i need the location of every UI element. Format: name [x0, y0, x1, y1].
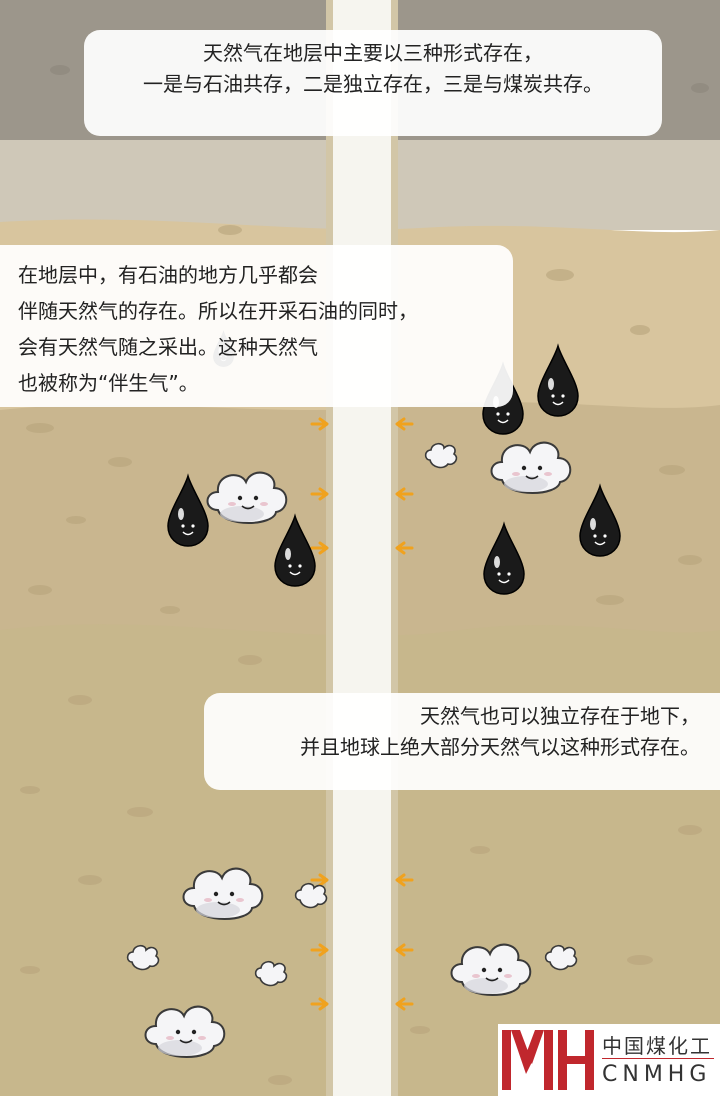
caption-line: 并且地球上绝大部分天然气以这种形式存在。 [300, 735, 700, 759]
well-pipe [333, 0, 391, 1096]
caption-line: 天然气在地层中主要以三种形式存在， [203, 41, 543, 65]
well-pipe-wall-left [326, 0, 333, 1096]
well-pipe-wall-right [391, 0, 398, 1096]
logo-chinese-name: 中国煤化工 [602, 1034, 712, 1058]
caption-line: 伴随天然气的存在。所以在开采石油的同时， [18, 299, 418, 323]
caption-line: 在地层中，有石油的地方几乎都会 [18, 263, 318, 287]
ground-speckles [20, 65, 709, 1085]
caption-line: 天然气也可以独立存在于地下， [420, 704, 700, 728]
watermark-logo: 中国煤化工 CNMHG [498, 1024, 720, 1096]
logo-divider [602, 1058, 714, 1059]
caption-bubble-associated-gas: 在地层中，有石油的地方几乎都会 伴随天然气的存在。所以在开采石油的同时， 会有天… [0, 245, 513, 407]
logo-english-name: CNMHG [602, 1062, 712, 1087]
caption-line: 会有天然气随之采出。这种天然气 [18, 335, 318, 359]
caption-bubble-intro: 天然气在地层中主要以三种形式存在， 一是与石油共存，二是独立存在，三是与煤炭共存… [84, 30, 662, 136]
caption-line: 也被称为“伴生气”。 [18, 371, 199, 395]
caption-line: 一是与石油共存，二是独立存在，三是与煤炭共存。 [143, 72, 603, 96]
logo-mark-icon [502, 1030, 594, 1090]
caption-bubble-independent-gas: 天然气也可以独立存在于地下， 并且地球上绝大部分天然气以这种形式存在。 [204, 693, 720, 790]
